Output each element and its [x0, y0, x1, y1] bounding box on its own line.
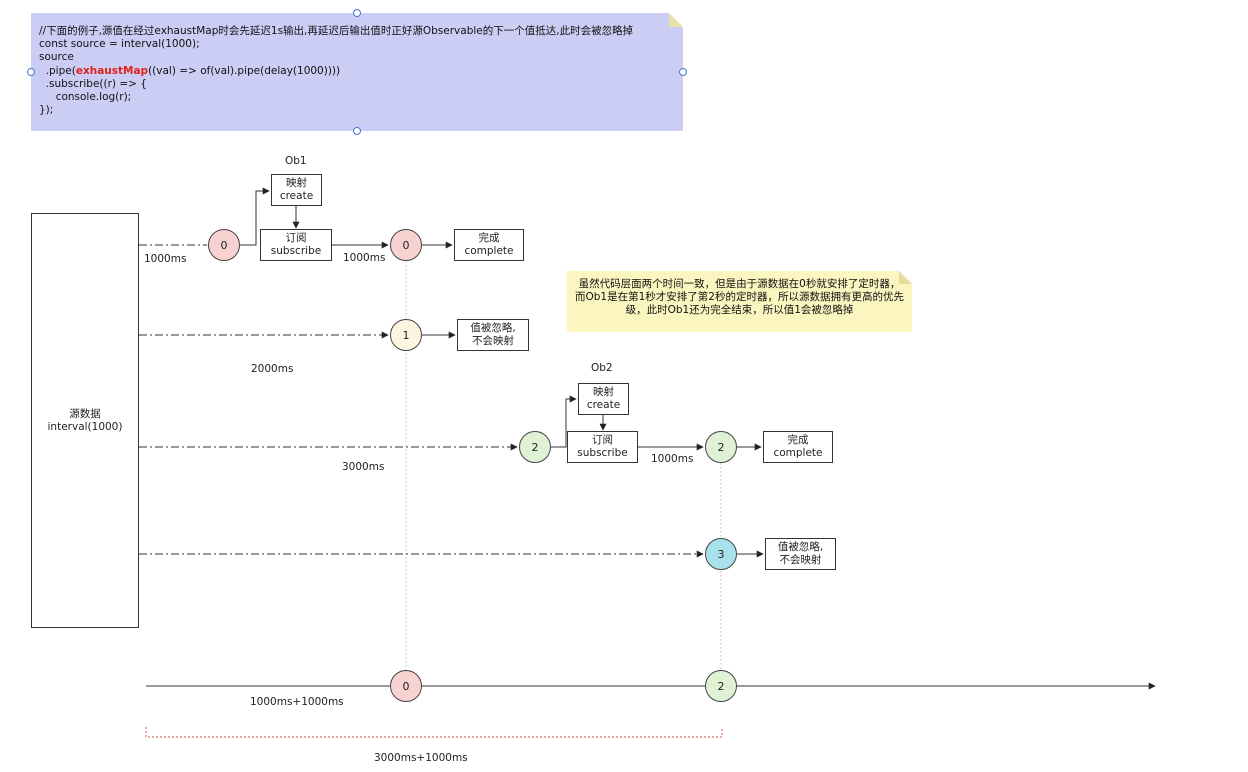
ob1-sub-label: 订阅 — [285, 232, 307, 244]
ob1-delay-label: 1000ms — [343, 252, 386, 264]
ob2-map-sublabel: create — [586, 399, 621, 411]
ob2-title: Ob2 — [591, 362, 613, 374]
source-box[interactable]: 源数据 interval(1000) — [31, 213, 139, 628]
row2-value: 1 — [402, 328, 410, 342]
info-note[interactable]: 虽然代码层面两个时间一致，但是由于源数据在0秒就安排了定时器，而Ob1是在第1秒… — [567, 271, 912, 332]
ob2-sub-label: 订阅 — [592, 434, 613, 446]
ob1-complete-label: 完成 — [478, 232, 500, 244]
source-box-sublabel: interval(1000) — [47, 420, 123, 433]
code-line-4a: .pipe( — [39, 64, 76, 77]
duration-bracket — [145, 727, 723, 738]
selection-handle-right[interactable] — [679, 68, 687, 76]
row3-time-label: 3000ms — [342, 461, 385, 473]
ob1-title: Ob1 — [285, 155, 307, 167]
ob1-map-sublabel: create — [279, 190, 314, 202]
ob2-subscribe-box[interactable]: 订阅 subscribe — [567, 431, 638, 463]
ob2-delay-label: 1000ms — [651, 453, 694, 465]
source-box-label: 源数据 — [69, 407, 101, 420]
ob2-output-value: 2 — [717, 440, 725, 454]
selection-handle-top[interactable] — [353, 9, 361, 17]
output-circle-1[interactable]: 0 — [390, 670, 422, 702]
row4-ignored-sublabel: 不会映射 — [779, 554, 822, 566]
ob2-sub-sublabel: subscribe — [577, 447, 628, 459]
code-line-7: }); — [39, 104, 54, 117]
code-line-2: const source = interval(1000); — [39, 38, 200, 51]
row2-ignored-sublabel: 不会映射 — [472, 335, 514, 347]
row4-value-circle[interactable]: 3 — [705, 538, 737, 570]
ob2-create-arrow — [551, 395, 577, 448]
ob2-complete-sublabel: complete — [773, 447, 823, 459]
row4-value: 3 — [717, 547, 725, 561]
output-label-second: 3000ms+1000ms — [374, 752, 468, 764]
ob2-input-value: 2 — [531, 440, 539, 454]
code-text: //下面的例子,源值在经过exhaustMap时会先延迟1s输出,再延迟后输出值… — [39, 25, 633, 117]
code-line-5: .subscribe((r) => { — [39, 77, 147, 90]
ob2-map-label: 映射 — [593, 386, 614, 398]
ob2-complete-box[interactable]: 完成 complete — [763, 431, 833, 463]
output-circle-2[interactable]: 2 — [705, 670, 737, 702]
row2-ignored-box[interactable]: 值被忽略, 不会映射 — [457, 319, 529, 351]
ob1-input-circle[interactable]: 0 — [208, 229, 240, 261]
code-line-4b: ((val) => of(val).pipe(delay(1000)))) — [148, 64, 341, 77]
output-value-1: 0 — [402, 679, 410, 693]
ob1-input-value: 0 — [220, 238, 228, 252]
row1-time-label: 1000ms — [144, 253, 187, 265]
ob1-map-box[interactable]: 映射 create — [271, 174, 322, 206]
info-note-text: 虽然代码层面两个时间一致，但是由于源数据在0秒就安排了定时器，而Ob1是在第1秒… — [575, 278, 904, 316]
code-line-1: //下面的例子,源值在经过exhaustMap时会先延迟1s输出,再延迟后输出值… — [39, 25, 634, 37]
ob2-output-circle[interactable]: 2 — [705, 431, 737, 463]
ob1-map-label: 映射 — [286, 177, 307, 189]
output-label-first: 1000ms+1000ms — [250, 696, 344, 708]
row2-ignored-label: 值被忽略, — [470, 322, 516, 334]
selection-handle-left[interactable] — [27, 68, 35, 76]
ob1-output-value: 0 — [402, 238, 410, 252]
code-line-3: source — [39, 51, 74, 64]
ob2-complete-label: 完成 — [787, 434, 809, 446]
selection-handle-bottom[interactable] — [353, 127, 361, 135]
ob1-complete-sublabel: complete — [464, 245, 514, 257]
code-note[interactable]: //下面的例子,源值在经过exhaustMap时会先延迟1s输出,再延迟后输出值… — [31, 13, 683, 131]
ob1-output-circle[interactable]: 0 — [390, 229, 422, 261]
ob1-create-arrow — [240, 187, 270, 246]
ob1-complete-box[interactable]: 完成 complete — [454, 229, 524, 261]
ob1-subscribe-box[interactable]: 订阅 subscribe — [260, 229, 332, 261]
code-line-6: console.log(r); — [39, 91, 132, 104]
row4-ignored-box[interactable]: 值被忽略, 不会映射 — [765, 538, 836, 570]
row2-value-circle[interactable]: 1 — [390, 319, 422, 351]
ob1-sub-sublabel: subscribe — [270, 245, 322, 257]
output-value-2: 2 — [717, 679, 725, 693]
code-highlight: exhaustMap — [75, 64, 149, 77]
ob2-input-circle[interactable]: 2 — [519, 431, 551, 463]
row2-time-label: 2000ms — [251, 363, 294, 375]
row4-ignored-label: 值被忽略, — [777, 541, 824, 553]
ob2-map-box[interactable]: 映射 create — [578, 383, 629, 415]
